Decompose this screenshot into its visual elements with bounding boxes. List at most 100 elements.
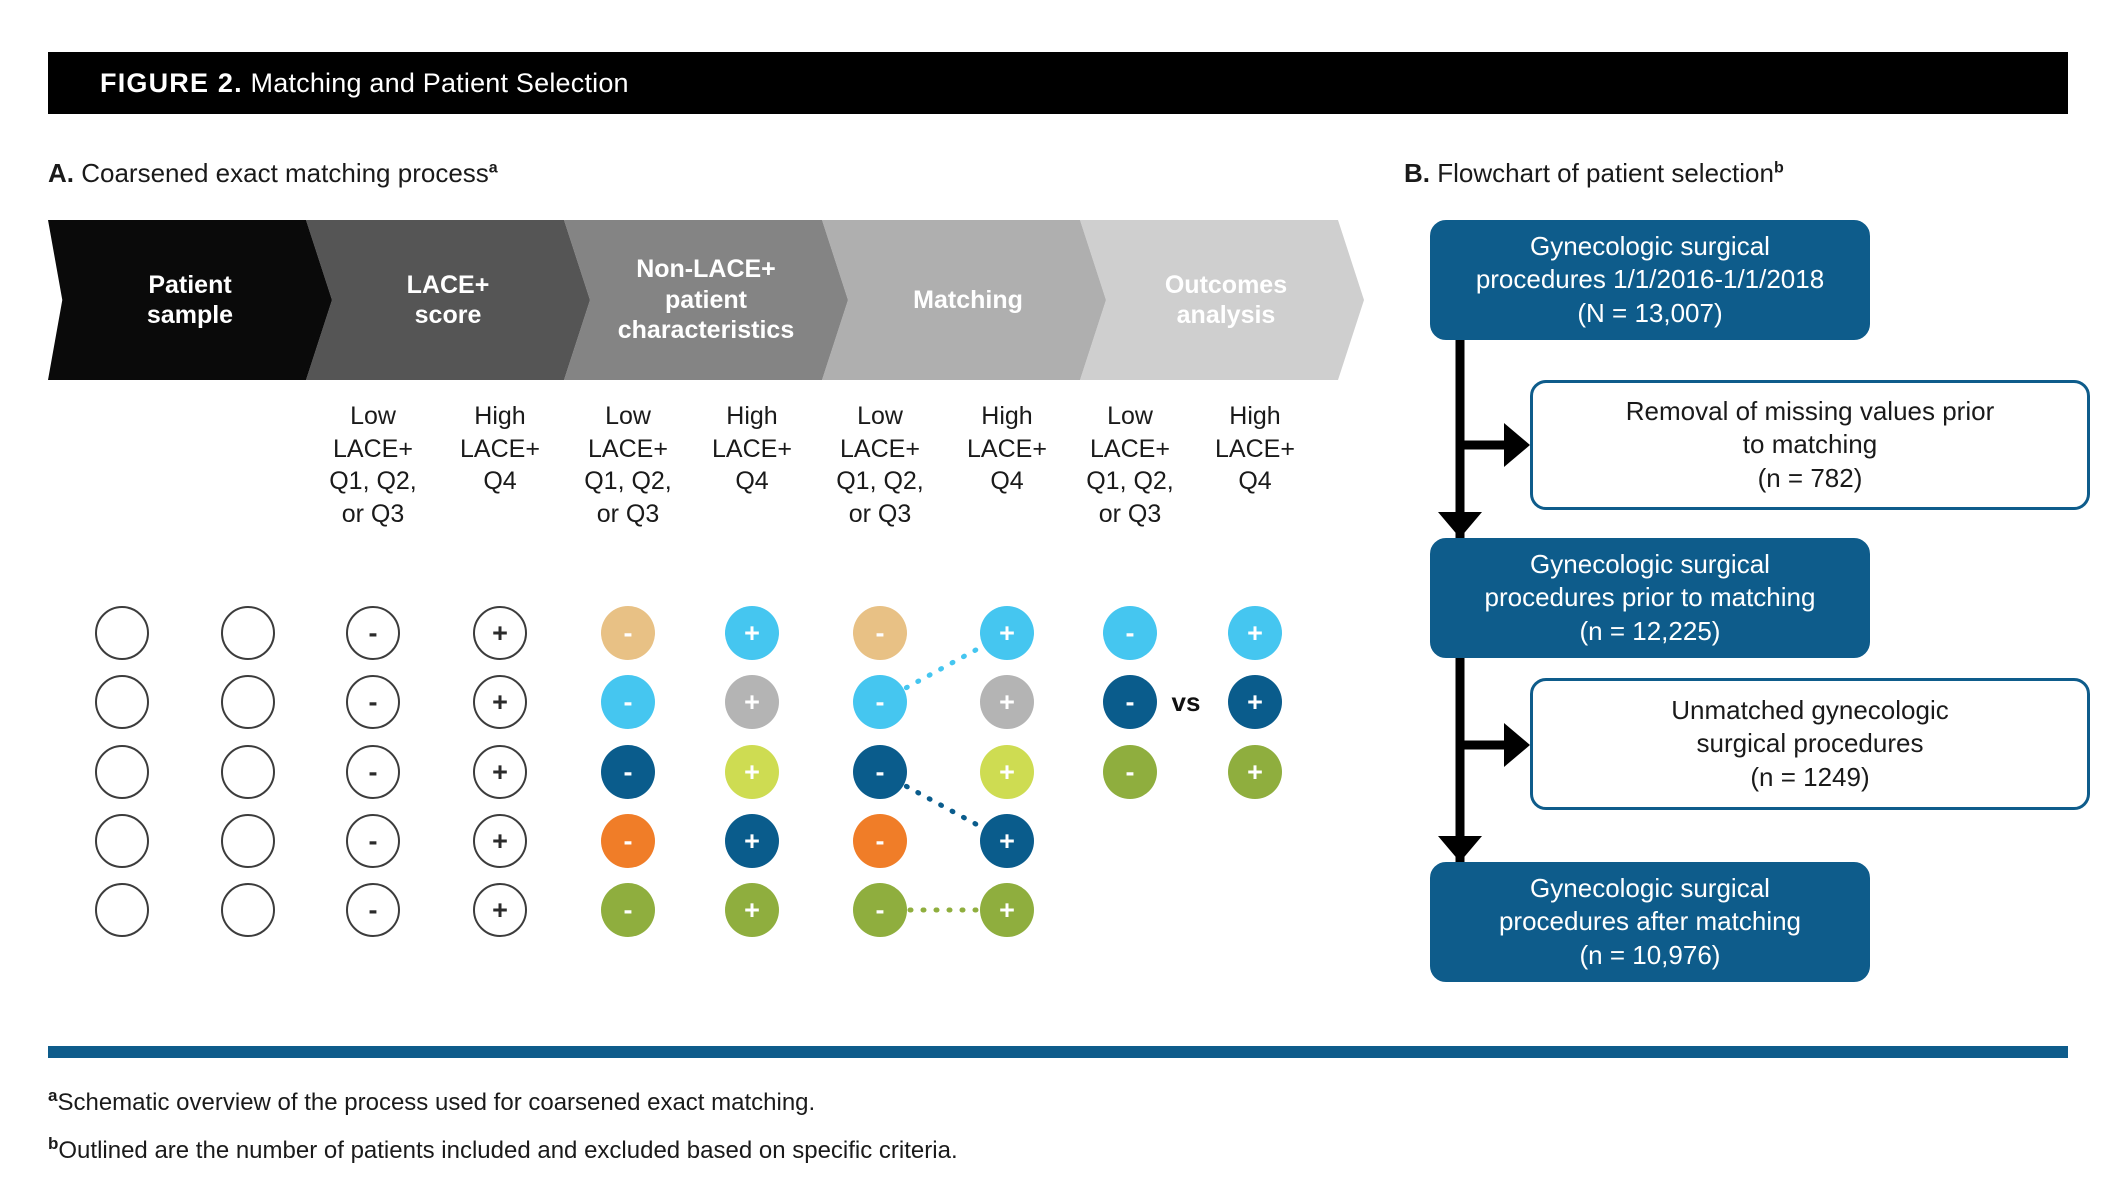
circle-nonlace-low-row1: -	[601, 606, 655, 660]
circle-patient-sample-row5	[95, 883, 149, 937]
panel-a-letter: A.	[48, 158, 74, 188]
circle-lace-high-outline-row1: +	[473, 606, 527, 660]
stage-chevron-4: Matching	[822, 220, 1106, 380]
circle-lace-score-blank-row2	[221, 675, 275, 729]
circle-matching-low-row4: -	[853, 814, 907, 868]
stage-label: LACE+score	[406, 270, 490, 330]
circle-lace-high-outline-row5: +	[473, 883, 527, 937]
figure-title: Matching and Patient Selection	[250, 67, 629, 98]
flow-arrowhead-down	[1438, 836, 1482, 862]
circle-nonlace-low-row3: -	[601, 745, 655, 799]
circle-nonlace-high-row2: +	[725, 675, 779, 729]
footnote-a-marker: a	[48, 1086, 58, 1105]
circle-patient-sample-row2	[95, 675, 149, 729]
circle-lace-high-outline-row2: +	[473, 675, 527, 729]
circle-matching-low-row3: -	[853, 745, 907, 799]
circle-lace-high-outline-row3: +	[473, 745, 527, 799]
circle-nonlace-high-row5: +	[725, 883, 779, 937]
circle-outcomes-high-row3: +	[1228, 745, 1282, 799]
circle-matching-high-row3: +	[980, 745, 1034, 799]
flow-arrowhead-right	[1504, 723, 1530, 767]
stage-chevron-2: LACE+score	[306, 220, 590, 380]
circle-lace-score-blank-row5	[221, 883, 275, 937]
panel-b-footnote-marker: b	[1773, 159, 1784, 177]
circle-matching-high-row2: +	[980, 675, 1034, 729]
circle-matching-high-row4: +	[980, 814, 1034, 868]
circle-outcomes-high-row2: +	[1228, 675, 1282, 729]
circle-matching-high-row1: +	[980, 606, 1034, 660]
flow-arrowhead-right	[1504, 423, 1530, 467]
circle-nonlace-high-row4: +	[725, 814, 779, 868]
circle-outcomes-low-row2: -	[1103, 675, 1157, 729]
circle-lace-low-outline-row5: -	[346, 883, 400, 937]
footnote-b-text: Outlined are the number of patients incl…	[58, 1137, 958, 1164]
bottom-rule	[48, 1046, 2068, 1058]
figure-label: FIGURE 2.	[100, 67, 243, 98]
figure-title-text: FIGURE 2. Matching and Patient Selection	[48, 68, 629, 99]
flow-arrowhead-down	[1438, 512, 1482, 538]
circle-lace-low-outline-row3: -	[346, 745, 400, 799]
circle-matching-low-row2: -	[853, 675, 907, 729]
circle-nonlace-low-row5: -	[601, 883, 655, 937]
footnote-a-text: Schematic overview of the process used f…	[57, 1089, 816, 1116]
footnote-b: bOutlined are the number of patients inc…	[48, 1134, 958, 1165]
circle-lace-low-outline-row1: -	[346, 606, 400, 660]
panel-a-footnote-marker: a	[488, 159, 498, 177]
circle-nonlace-high-row1: +	[725, 606, 779, 660]
stage-label: Matching	[913, 285, 1023, 314]
figure-title-bar: FIGURE 2. Matching and Patient Selection	[48, 52, 2068, 114]
circle-nonlace-low-row4: -	[601, 814, 655, 868]
match-link-1	[903, 644, 984, 691]
footnote-a: aSchematic overview of the process used …	[48, 1086, 815, 1117]
vs-label: vs	[1171, 687, 1201, 717]
circle-lace-score-blank-row3	[221, 745, 275, 799]
circle-lace-high-outline-row4: +	[473, 814, 527, 868]
circle-patient-sample-row4	[95, 814, 149, 868]
circle-outcomes-high-row1: +	[1228, 606, 1282, 660]
panel-a-title: Coarsened exact matching process	[81, 158, 489, 188]
circle-matching-low-row1: -	[853, 606, 907, 660]
circle-lace-score-blank-row1	[221, 606, 275, 660]
footnote-b-marker: b	[48, 1134, 59, 1153]
circle-matching-high-row5: +	[980, 883, 1034, 937]
circle-patient-sample-row1	[95, 606, 149, 660]
circle-matching-low-row5: -	[853, 883, 907, 937]
panel-b-letter: B.	[1404, 158, 1430, 188]
panel-b-heading: B. Flowchart of patient selectionb	[1404, 158, 1784, 189]
circle-lace-low-outline-row2: -	[346, 675, 400, 729]
circle-lace-score-blank-row4	[221, 814, 275, 868]
circle-lace-low-outline-row4: -	[346, 814, 400, 868]
circle-patient-sample-row3	[95, 745, 149, 799]
circle-nonlace-low-row2: -	[601, 675, 655, 729]
panel-a-heading: A. Coarsened exact matching processa	[48, 158, 498, 189]
panel-b-title: Flowchart of patient selection	[1437, 158, 1774, 188]
circle-outcomes-low-row3: -	[1103, 745, 1157, 799]
circle-nonlace-high-row3: +	[725, 745, 779, 799]
